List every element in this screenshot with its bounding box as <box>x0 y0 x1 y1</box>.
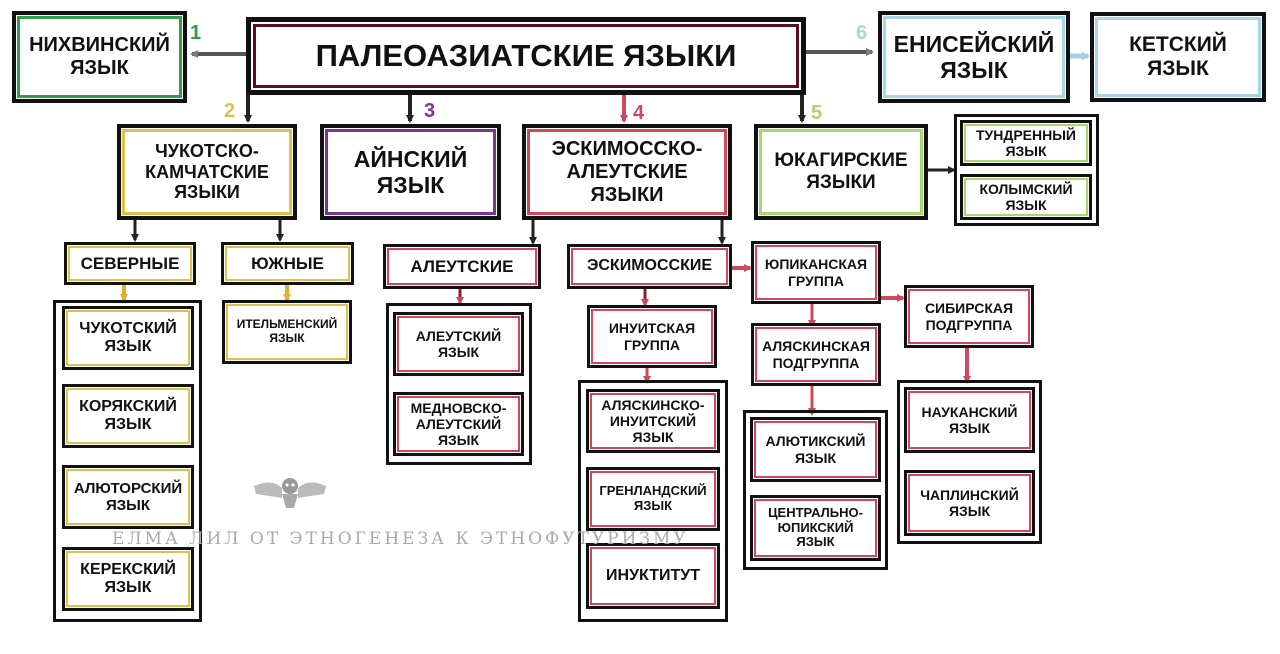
inuktitut-node: ИНУКТИТУТ <box>586 543 720 609</box>
central-yupik-node: ЦЕНТРАЛЬНО- ЮПИКСКИЙ ЯЗЫК <box>750 495 881 561</box>
branch-number-nivkh: 1 <box>190 22 202 44</box>
watermark-text: ЕЛМА ЛИЛ ОТ ЭТНОГЕНЕЗА К ЭТНОФУТУРИЗМУ <box>112 529 689 549</box>
root-label: ПАЛЕОАЗИАТСКИЕ ЯЗЫКИ <box>315 38 737 74</box>
northern-group <box>53 300 202 622</box>
siberian-subgroup-node: СИБИРСКАЯ ПОДГРУППА <box>904 285 1034 348</box>
naukan-node: НАУКАНСКИЙ ЯЗЫК <box>904 387 1035 453</box>
yukaghir-node: ЮКАГИРСКИЕ ЯЗЫКИ <box>754 124 928 220</box>
itelmen-language-node: ИТЕЛЬМЕНСКИЙ ЯЗЫК <box>222 300 352 364</box>
southern-node: ЮЖНЫЕ <box>221 242 354 285</box>
siberian-group <box>897 380 1042 544</box>
branch-number-eskimo: 4 <box>633 102 645 124</box>
branch-number-chukchi: 2 <box>224 100 236 122</box>
chaplino-node: ЧАПЛИНСКИЙ ЯЗЫК <box>904 470 1035 536</box>
northern-node: СЕВЕРНЫЕ <box>64 242 196 285</box>
chukchi-kamchatka-node: ЧУКОТСКО- КАМЧАТСКИЕ ЯЗЫКИ <box>117 124 297 220</box>
koryak-language-node: КОРЯКСКИЙ ЯЗЫК <box>62 384 194 448</box>
yeniseian-node: ЕНИСЕЙСКИЙ ЯЗЫК <box>878 11 1070 103</box>
greenlandic-node: ГРЕНЛАНДСКИЙ ЯЗЫК <box>586 467 720 531</box>
kerek-language-node: КЕРЕКСКИЙ ЯЗЫК <box>62 547 194 611</box>
ainu-node: АЙНСКИЙ ЯЗЫК <box>320 124 501 220</box>
yukaghir-group <box>954 114 1099 226</box>
aleut-node: АЛЕУТСКИЕ <box>383 244 541 289</box>
alaskan-inuit-node: АЛЯСКИНСКО- ИНУИТСКИЙ ЯЗЫК <box>586 389 720 453</box>
root-node: ПАЛЕОАЗИАТСКИЕ ЯЗЫКИ <box>246 17 806 95</box>
aleut-language-node: АЛЕУТСКИЙ ЯЗЫК <box>393 312 524 376</box>
branch-number-ainu: 3 <box>424 100 436 122</box>
tundra-yukaghir-node: ТУНДРЕННЫЙ ЯЗЫК <box>960 120 1092 166</box>
alutiiq-node: АЛЮТИКСКИЙ ЯЗЫК <box>750 417 881 482</box>
alyutor-language-node: АЛЮТОРСКИЙ ЯЗЫК <box>62 465 194 529</box>
mednyy-aleut-node: МЕДНОВСКО- АЛЕУТСКИЙ ЯЗЫК <box>393 392 524 456</box>
inuit-group <box>578 380 728 622</box>
ket-node: КЕТСКИЙ ЯЗЫК <box>1090 12 1266 102</box>
branch-number-yeniseian: 6 <box>856 22 868 44</box>
alaskan-group <box>743 410 888 570</box>
alaskan-subgroup-node: АЛЯСКИНСКАЯ ПОДГРУППА <box>751 323 881 386</box>
watermark-emblem-icon <box>254 478 326 508</box>
eskimo-node: ЭСКИМОССКИЕ <box>567 244 732 289</box>
inuit-group-node: ИНУИТСКАЯ ГРУППА <box>587 305 717 368</box>
chukchi-language-node: ЧУКОТСКИЙ ЯЗЫК <box>62 306 194 370</box>
branch-number-yukaghir: 5 <box>811 102 823 124</box>
aleut-group <box>386 303 532 465</box>
kolyma-yukaghir-node: КОЛЫМСКИЙ ЯЗЫК <box>960 174 1092 220</box>
nivkh-node: НИХВИНСКИЙ ЯЗЫК <box>12 11 187 103</box>
yupik-group-node: ЮПИКАНСКАЯ ГРУППА <box>751 241 881 304</box>
eskimo-aleut-node: ЭСКИМОССКО- АЛЕУТСКИЕ ЯЗЫКИ <box>522 124 732 220</box>
